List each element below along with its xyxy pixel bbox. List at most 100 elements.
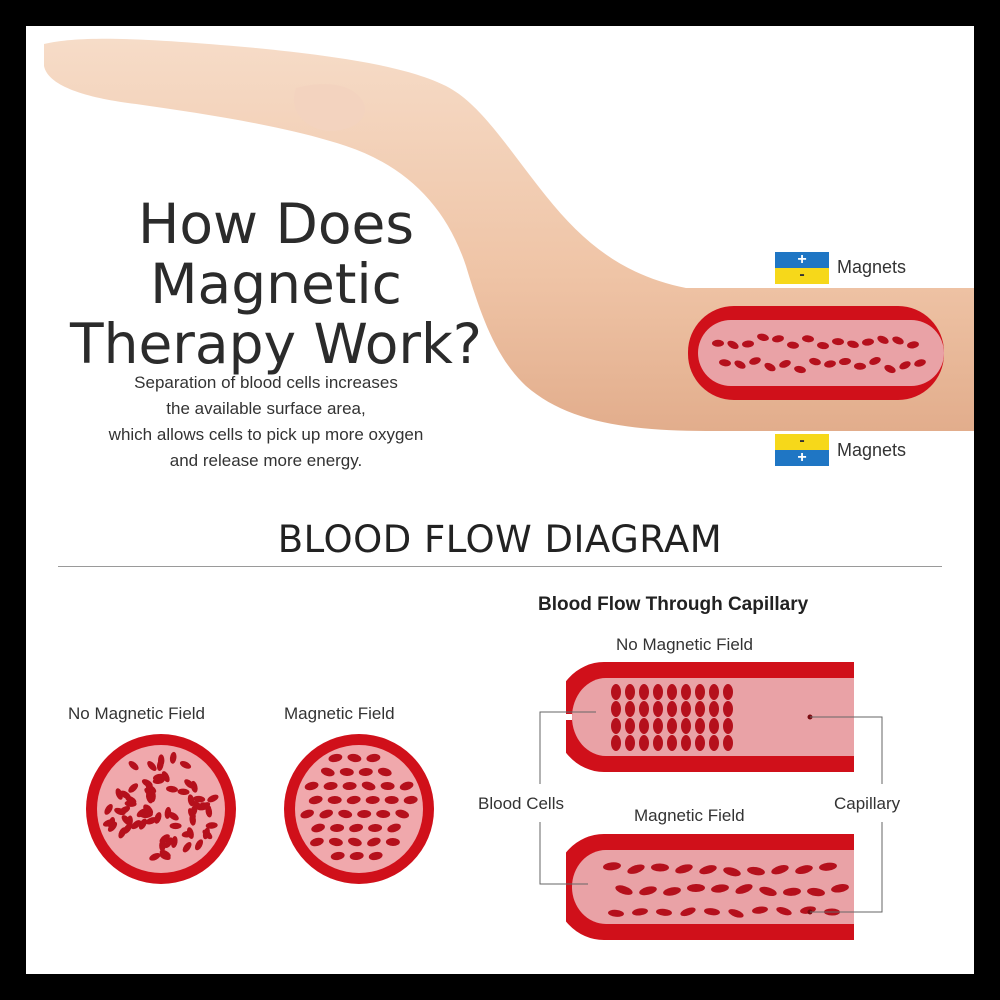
blood-cell [339, 767, 354, 777]
blood-cell [168, 811, 179, 821]
blood-cell [145, 817, 158, 825]
blood-cell [653, 701, 663, 717]
blood-cell [653, 735, 663, 751]
blood-cell [663, 887, 681, 896]
magnet-top-label: Magnets [837, 257, 907, 277]
separated-cells [300, 753, 418, 861]
blood-cell [169, 751, 177, 764]
blood-cell [653, 684, 663, 700]
blood-cell [914, 359, 926, 367]
blood-cell [787, 341, 799, 349]
blood-cell [330, 851, 345, 861]
blood-cell [757, 333, 769, 341]
blood-cell [695, 718, 705, 734]
blood-cell [202, 829, 213, 840]
blood-cell [877, 335, 889, 344]
blood-cell [892, 336, 904, 345]
section-divider [58, 566, 942, 567]
blood-cell [651, 863, 669, 872]
blood-cell [361, 781, 376, 791]
blood-cell [884, 364, 896, 374]
blood-cell [699, 865, 717, 875]
blood-cell [403, 795, 418, 805]
blood-cell [625, 718, 635, 734]
capillary-title: Blood Flow Through Capillary [538, 594, 809, 615]
blood-cell [639, 886, 657, 896]
blood-cell [625, 684, 635, 700]
blood-cell [709, 684, 719, 700]
blood-cell [681, 735, 691, 751]
blood-cell [328, 837, 343, 847]
blood-cell [611, 684, 621, 700]
blood-cell [330, 823, 345, 833]
title-line-3: Therapy Work? [69, 312, 483, 376]
blood-cell [667, 735, 677, 751]
description-line-2: the available surface area, [166, 399, 366, 418]
blood-cell [681, 684, 691, 700]
blood-cell [128, 760, 139, 771]
blood-cell [771, 865, 789, 875]
blood-cell [115, 788, 123, 800]
blood-cell [772, 335, 784, 343]
blood-cell [899, 361, 911, 370]
blood-cell [327, 795, 342, 805]
blood-cell [399, 781, 414, 791]
blood-cell [157, 754, 165, 767]
capillary-top-pointer-dot [807, 714, 813, 720]
blood-cell [177, 788, 190, 796]
blood-cell [723, 701, 733, 717]
blood-cell [182, 841, 192, 853]
blood-cell [159, 834, 170, 844]
blood-cell [342, 781, 357, 791]
blood-cell [128, 783, 139, 793]
blood-cell [365, 795, 380, 805]
blood-cell [752, 906, 768, 914]
magnet-bottom-plus: + [775, 450, 829, 466]
page-title: How Does Magnetic Therapy Work? [46, 194, 506, 374]
blood-cell [907, 341, 919, 349]
blood-cell [711, 884, 729, 893]
blood-cell [723, 867, 741, 877]
blood-cell [304, 781, 319, 791]
capillary-bottom-vessel [566, 834, 854, 940]
blood-cell [384, 796, 399, 804]
blood-cell [742, 340, 754, 348]
capillary-top-label: No Magnetic Field [616, 635, 754, 654]
blood-cell [653, 718, 663, 734]
blood-cell [349, 823, 364, 833]
blood-cell [154, 812, 162, 824]
blood-cell [695, 684, 705, 700]
blood-cell [862, 338, 874, 346]
blood-cells-label: Blood Cells [478, 794, 564, 813]
blood-cell [366, 753, 381, 763]
circle-left-label: No Magnetic Field [68, 704, 206, 723]
blood-cell [187, 794, 195, 807]
blood-cell [611, 701, 621, 717]
blood-cell [734, 360, 746, 369]
blood-cell [348, 837, 362, 847]
blood-cell [869, 357, 881, 365]
blood-cell [839, 357, 851, 366]
blood-cell [131, 820, 142, 830]
blood-cell [723, 735, 733, 751]
blood-cell [608, 909, 624, 917]
blood-cell [749, 357, 761, 365]
title-line-2: Magnetic [150, 252, 402, 316]
blood-cell [140, 811, 153, 818]
blood-cell [347, 753, 362, 763]
wrist-vessel-lumen [698, 320, 944, 386]
blood-cell [152, 773, 165, 781]
blood-cell [138, 818, 147, 830]
blood-cell [681, 718, 691, 734]
blood-cell [166, 785, 178, 793]
clumped-cells [102, 751, 219, 861]
blood-cell [625, 701, 635, 717]
blood-cell [376, 809, 391, 819]
blood-cell [615, 885, 633, 895]
description-line-3: which allows cells to pick up more oxyge… [108, 425, 424, 444]
capillary-bottom-pointer-dot [807, 909, 813, 915]
blood-cell [776, 907, 792, 916]
blood-cell [169, 822, 182, 830]
circle-left-lumen [97, 745, 225, 873]
capillary-top-vessel [566, 662, 854, 772]
